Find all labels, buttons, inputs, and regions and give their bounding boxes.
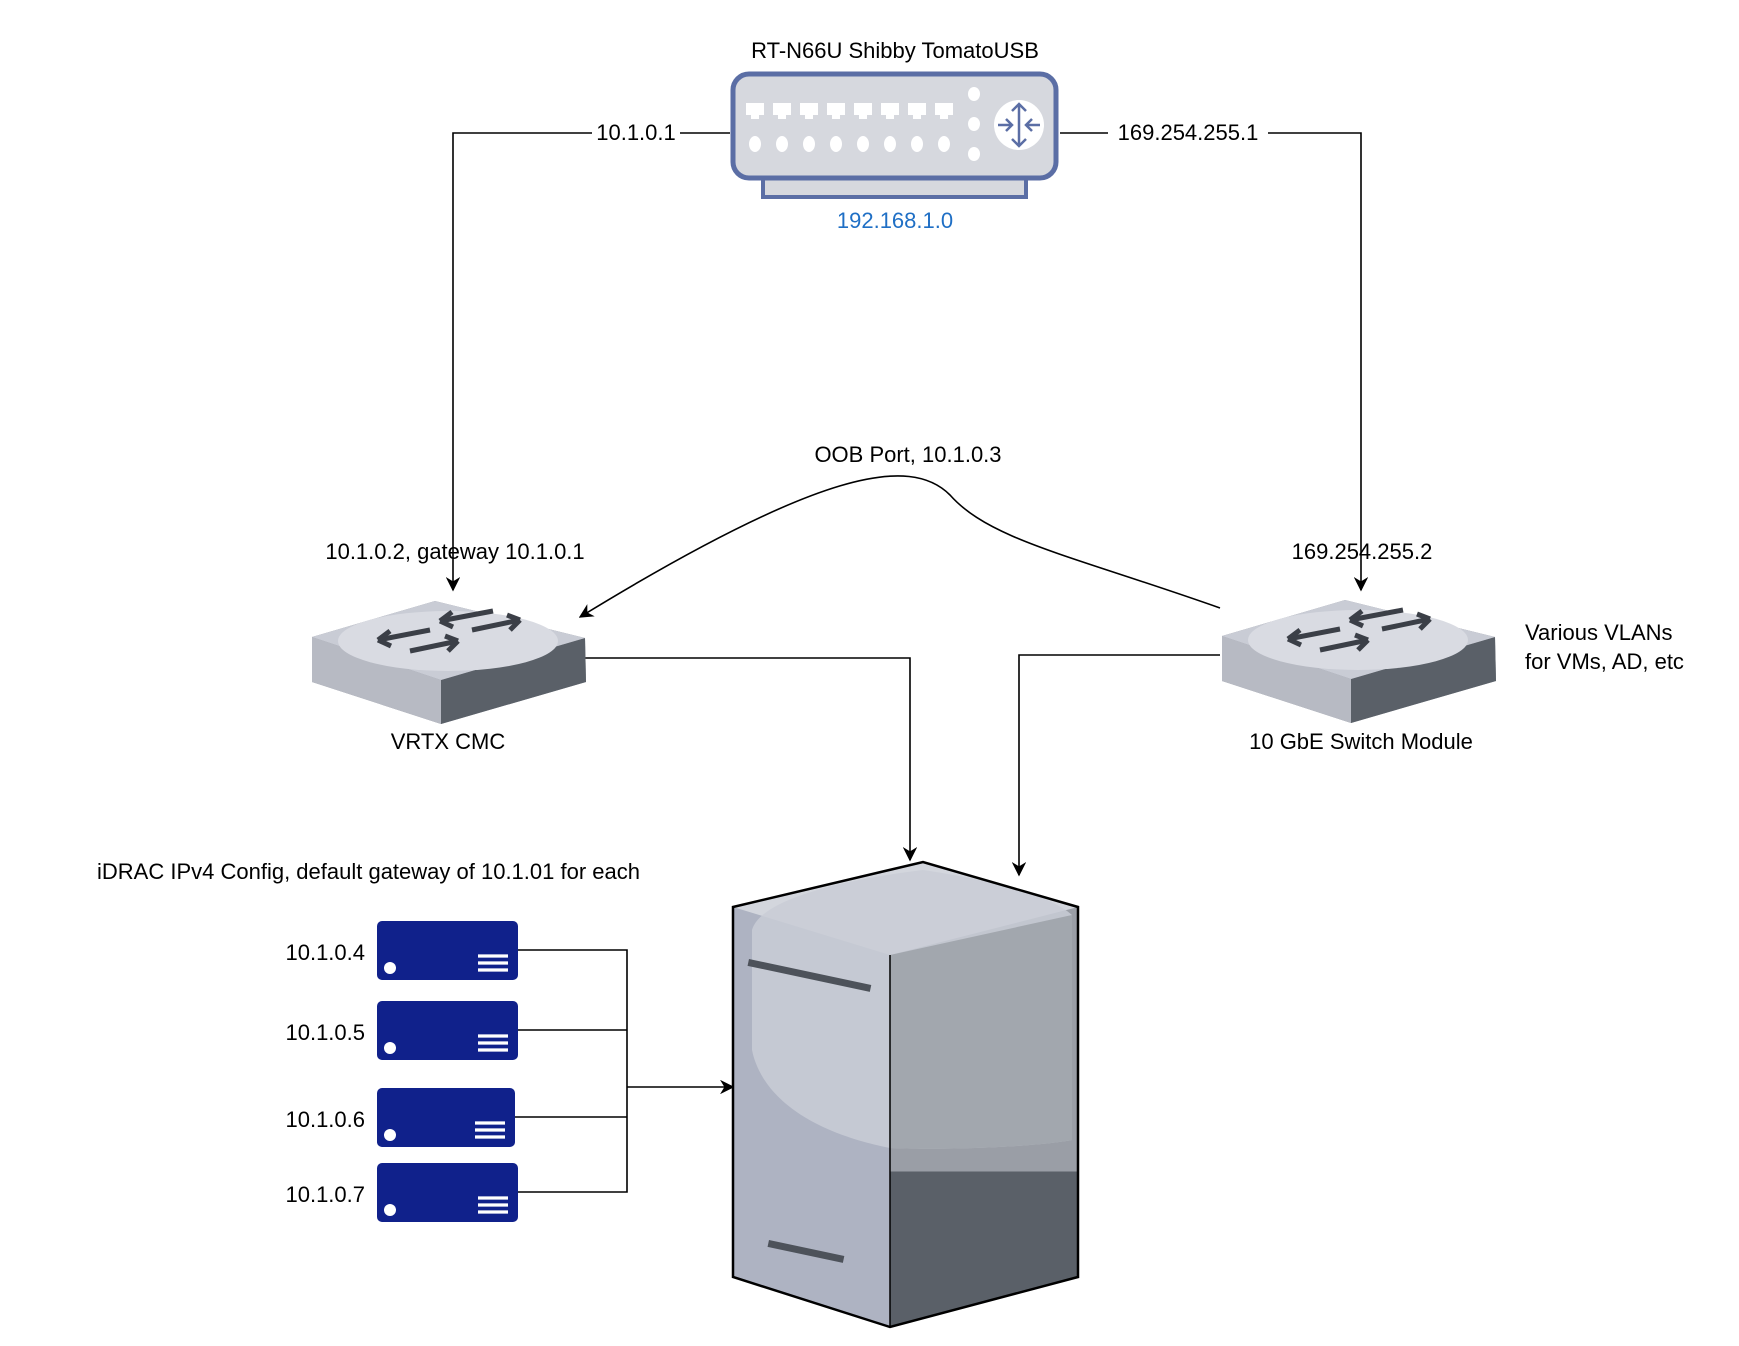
oob-port-label: OOB Port, 10.1.0.3 [814,442,1001,467]
cmc-name-label: VRTX CMC [391,729,506,754]
router-left-port-ip: 10.1.0.1 [596,120,676,145]
idrac-title: iDRAC IPv4 Config, default gateway of 10… [97,859,640,884]
link-cmc-to-tower [585,657,918,862]
blade-server-2-ip: 10.1.0.5 [285,1020,365,1045]
switch-module-note-line2: for VMs, AD, etc [1525,649,1684,674]
cmc-address-label: 10.1.0.2, gateway 10.1.0.1 [325,539,584,564]
vrtx-chassis-icon [731,860,1080,1329]
switch-module-arrows-icon [1286,607,1432,653]
link-blade-1 [518,949,628,1193]
router-ethernet-ports [746,103,953,119]
blade-server-1-ip: 10.1.0.4 [285,940,365,965]
blade-server-1 [377,921,518,980]
chassis-drive-slot-bottom [767,1240,845,1263]
blade-server-4 [377,1163,518,1222]
switch-module-note-line1: Various VLANs [1525,620,1673,645]
blade-server-3 [377,1088,515,1147]
router-subnet-label: 192.168.1.0 [837,208,953,233]
switch-arrows-icon [376,608,522,654]
router-title: RT-N66U Shibby TomatoUSB [751,38,1039,63]
switch-module-address-label: 169.254.255.2 [1292,539,1433,564]
router-status-leds [749,87,980,161]
link-oob-port [578,475,1221,618]
link-router-to-switch-module [1060,132,1369,592]
chassis-drive-slot-top [747,959,872,992]
router-arrows-icon [994,100,1044,150]
switch-module-icon [1222,600,1496,723]
router-icon [730,71,1059,199]
cmc-switch-icon [312,601,586,724]
link-router-to-cmc [445,132,730,592]
switch-module-name-label: 10 GbE Switch Module [1249,729,1473,754]
blade-server-4-ip: 10.1.0.7 [285,1182,365,1207]
blade-server-3-ip: 10.1.0.6 [285,1107,365,1132]
router-right-port-ip: 169.254.255.1 [1118,120,1259,145]
blade-server-2 [377,1001,518,1060]
link-switch-module-to-tower [1011,654,1220,877]
